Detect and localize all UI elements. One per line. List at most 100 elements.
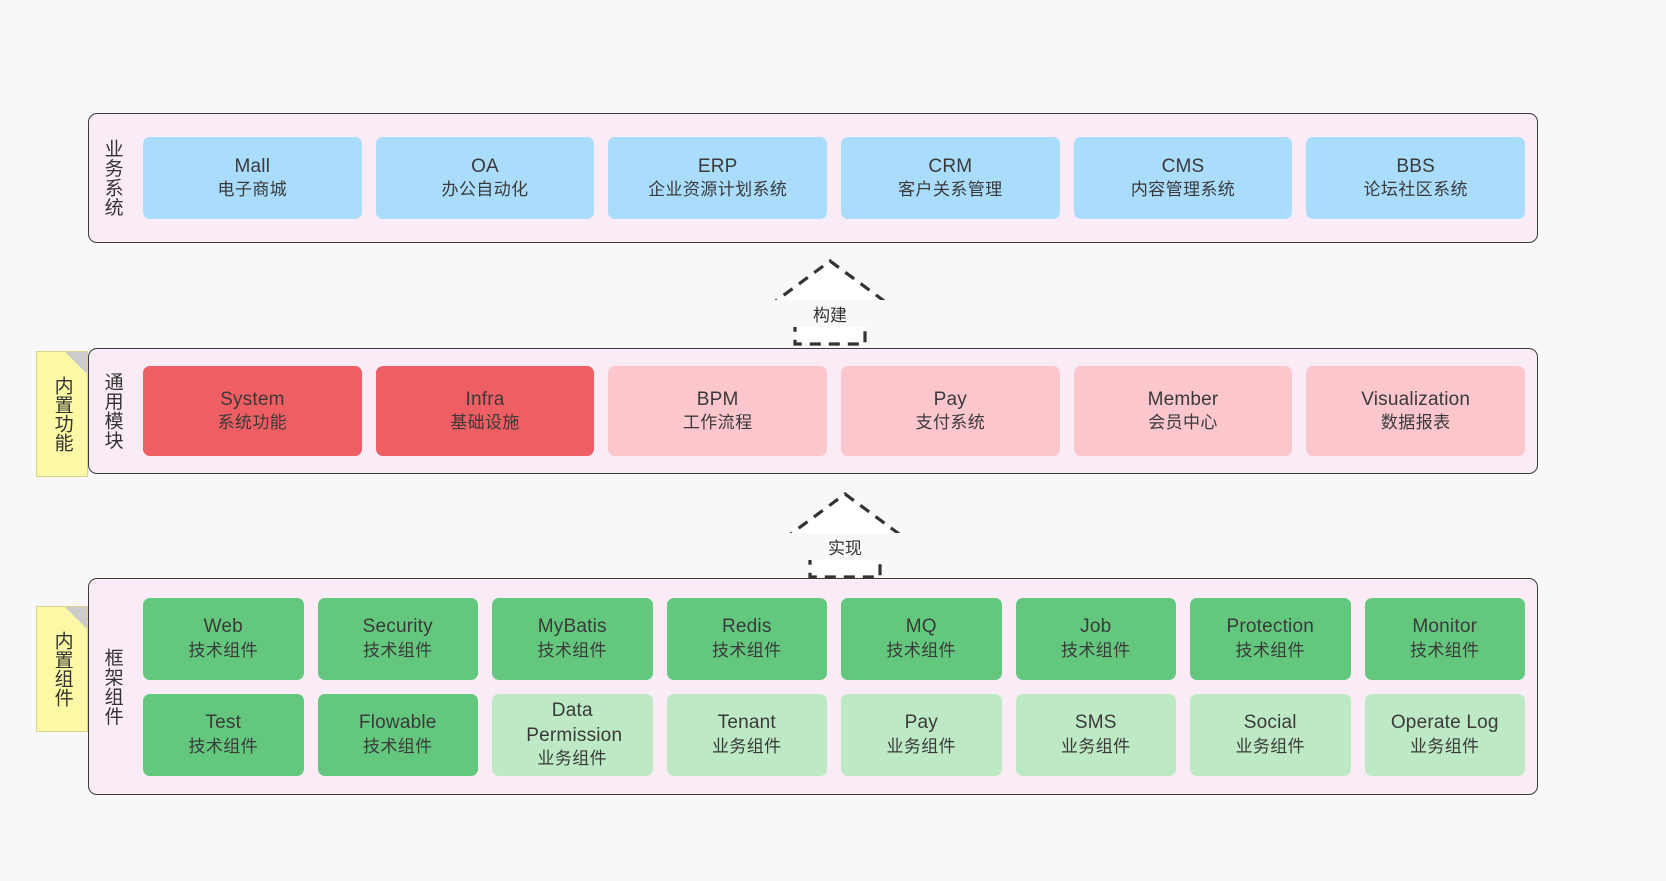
card-subtitle: 技术组件 <box>188 736 259 756</box>
card-subtitle: 业务组件 <box>886 736 957 756</box>
card-subtitle: 技术组件 <box>362 640 433 660</box>
connector-implement: 实现 <box>770 489 920 581</box>
layer-cards-framework-components: Web 技术组件 Security 技术组件 MyBatis 技术组件 Redi… <box>135 579 1537 794</box>
card-job[interactable]: Job 技术组件 <box>1015 597 1176 680</box>
card-subtitle: 会员中心 <box>1148 413 1218 433</box>
card-system[interactable]: System 系统功能 <box>143 366 362 456</box>
card-web[interactable]: Web 技术组件 <box>143 597 304 680</box>
card-subtitle: 企业资源计划系统 <box>648 180 788 200</box>
sticky-note-builtin-components: 内置组件 <box>36 606 88 732</box>
layer-cards-business-system: Mall 电子商城 OA 办公自动化 ERP 企业资源计划系统 CRM 客户关系… <box>135 114 1537 242</box>
cards-row: Mall 电子商城 OA 办公自动化 ERP 企业资源计划系统 CRM 客户关系… <box>143 137 1526 219</box>
card-subtitle: 系统功能 <box>217 413 288 433</box>
folded-corner-icon <box>65 352 87 374</box>
card-title: Mall <box>234 155 271 177</box>
layer-business-system[interactable]: 业务系统 Mall 电子商城 OA 办公自动化 ERP 企业资源计划系统 <box>88 113 1538 243</box>
card-subtitle: 工作流程 <box>682 413 753 433</box>
cards-column: System 系统功能 Infra 基础设施 BPM 工作流程 Pay 支付系统 <box>143 366 1526 456</box>
card-title: Monitor <box>1412 616 1478 638</box>
card-title: System <box>220 388 285 410</box>
card-tenant[interactable]: Tenant 业务组件 <box>666 693 827 776</box>
card-subtitle: 技术组件 <box>1409 640 1480 660</box>
card-title: SMS <box>1074 712 1117 734</box>
card-title: MyBatis <box>537 616 607 638</box>
connector-implement-label: 实现 <box>770 533 920 560</box>
card-title: Redis <box>721 616 772 638</box>
card-mall[interactable]: Mall 电子商城 <box>143 137 362 219</box>
card-pay-business[interactable]: Pay 业务组件 <box>841 693 1002 776</box>
card-subtitle: 技术组件 <box>886 640 957 660</box>
card-bbs[interactable]: BBS 论坛社区系统 <box>1306 137 1526 219</box>
cards-row-technical: Web 技术组件 Security 技术组件 MyBatis 技术组件 Redi… <box>143 597 1525 680</box>
card-bpm[interactable]: BPM 工作流程 <box>608 366 828 456</box>
card-subtitle: 技术组件 <box>188 640 259 660</box>
card-title: ERP <box>697 155 738 177</box>
card-security[interactable]: Security 技术组件 <box>317 597 478 680</box>
card-subtitle: 业务组件 <box>711 736 782 756</box>
card-subtitle: 数据报表 <box>1380 413 1451 433</box>
card-flowable[interactable]: Flowable 技术组件 <box>317 693 478 776</box>
card-subtitle: 办公自动化 <box>441 180 529 200</box>
layer-title-framework-components: 框架组件 <box>101 647 123 726</box>
card-erp[interactable]: ERP 企业资源计划系统 <box>608 137 828 219</box>
card-subtitle: 电子商城 <box>217 180 288 200</box>
card-social[interactable]: Social 业务组件 <box>1190 693 1351 776</box>
card-subtitle: 客户关系管理 <box>898 180 1003 200</box>
card-member[interactable]: Member 会员中心 <box>1073 366 1293 456</box>
card-oa[interactable]: OA 办公自动化 <box>375 137 595 219</box>
card-title: Security <box>362 616 433 638</box>
card-title: Infra <box>465 388 505 410</box>
card-subtitle: 业务组件 <box>1235 736 1306 756</box>
card-subtitle: 业务组件 <box>1060 736 1131 756</box>
card-title: Pay <box>933 388 968 410</box>
connector-build: 构建 <box>755 256 905 348</box>
card-title: MQ <box>905 616 937 638</box>
card-title: BBS <box>1396 155 1435 177</box>
card-test[interactable]: Test 技术组件 <box>143 693 304 776</box>
connector-build-label: 构建 <box>755 300 905 327</box>
folded-corner-icon <box>65 607 87 629</box>
card-infra[interactable]: Infra 基础设施 <box>375 366 595 456</box>
card-mybatis[interactable]: MyBatis 技术组件 <box>492 597 653 680</box>
cards-row-business: Test 技术组件 Flowable 技术组件 Data Permission … <box>143 693 1525 776</box>
card-monitor[interactable]: Monitor 技术组件 <box>1364 597 1525 680</box>
card-title: Social <box>1243 712 1297 734</box>
sticky-note-label: 内置功能 <box>51 376 73 452</box>
card-title: Flowable <box>358 712 437 734</box>
card-title: CMS <box>1161 155 1205 177</box>
card-subtitle: 基础设施 <box>450 413 520 433</box>
card-title: Member <box>1147 388 1219 410</box>
card-title: CRM <box>928 155 973 177</box>
card-subtitle: 技术组件 <box>1235 640 1306 660</box>
card-title: Data Permission <box>526 700 623 746</box>
layer-cards-common-modules: System 系统功能 Infra 基础设施 BPM 工作流程 Pay 支付系统 <box>135 349 1537 473</box>
layer-title-business-system: 业务系统 <box>101 139 123 217</box>
card-sms[interactable]: SMS 业务组件 <box>1015 693 1176 776</box>
card-mq[interactable]: MQ 技术组件 <box>841 597 1002 680</box>
card-subtitle: 论坛社区系统 <box>1363 180 1468 200</box>
layer-framework-components[interactable]: 框架组件 Web 技术组件 Security 技术组件 MyBatis 技术组件 <box>88 578 1538 795</box>
card-subtitle: 业务组件 <box>537 748 608 768</box>
card-data-permission[interactable]: Data Permission 业务组件 <box>492 693 653 776</box>
card-redis[interactable]: Redis 技术组件 <box>666 597 827 680</box>
card-cms[interactable]: CMS 内容管理系统 <box>1073 137 1293 219</box>
card-subtitle: 技术组件 <box>1060 640 1131 660</box>
card-protection[interactable]: Protection 技术组件 <box>1190 597 1351 680</box>
card-subtitle: 技术组件 <box>711 640 782 660</box>
card-subtitle: 技术组件 <box>362 736 433 756</box>
layer-title-common-modules: 通用模块 <box>101 372 123 450</box>
card-title: BPM <box>696 388 739 410</box>
card-title: Tenant <box>717 712 776 734</box>
card-title: Test <box>205 712 242 734</box>
card-visualization[interactable]: Visualization 数据报表 <box>1306 366 1526 456</box>
card-title: Visualization <box>1361 388 1471 410</box>
layer-common-modules[interactable]: 通用模块 System 系统功能 Infra 基础设施 BPM 工作流程 <box>88 348 1538 474</box>
card-pay[interactable]: Pay 支付系统 <box>841 366 1060 456</box>
card-title: Web <box>203 616 243 638</box>
card-crm[interactable]: CRM 客户关系管理 <box>841 137 1060 219</box>
cards-column: Web 技术组件 Security 技术组件 MyBatis 技术组件 Redi… <box>143 597 1525 776</box>
card-title: OA <box>471 155 499 177</box>
card-title: Protection <box>1226 616 1315 638</box>
card-operate-log[interactable]: Operate Log 业务组件 <box>1364 693 1525 776</box>
